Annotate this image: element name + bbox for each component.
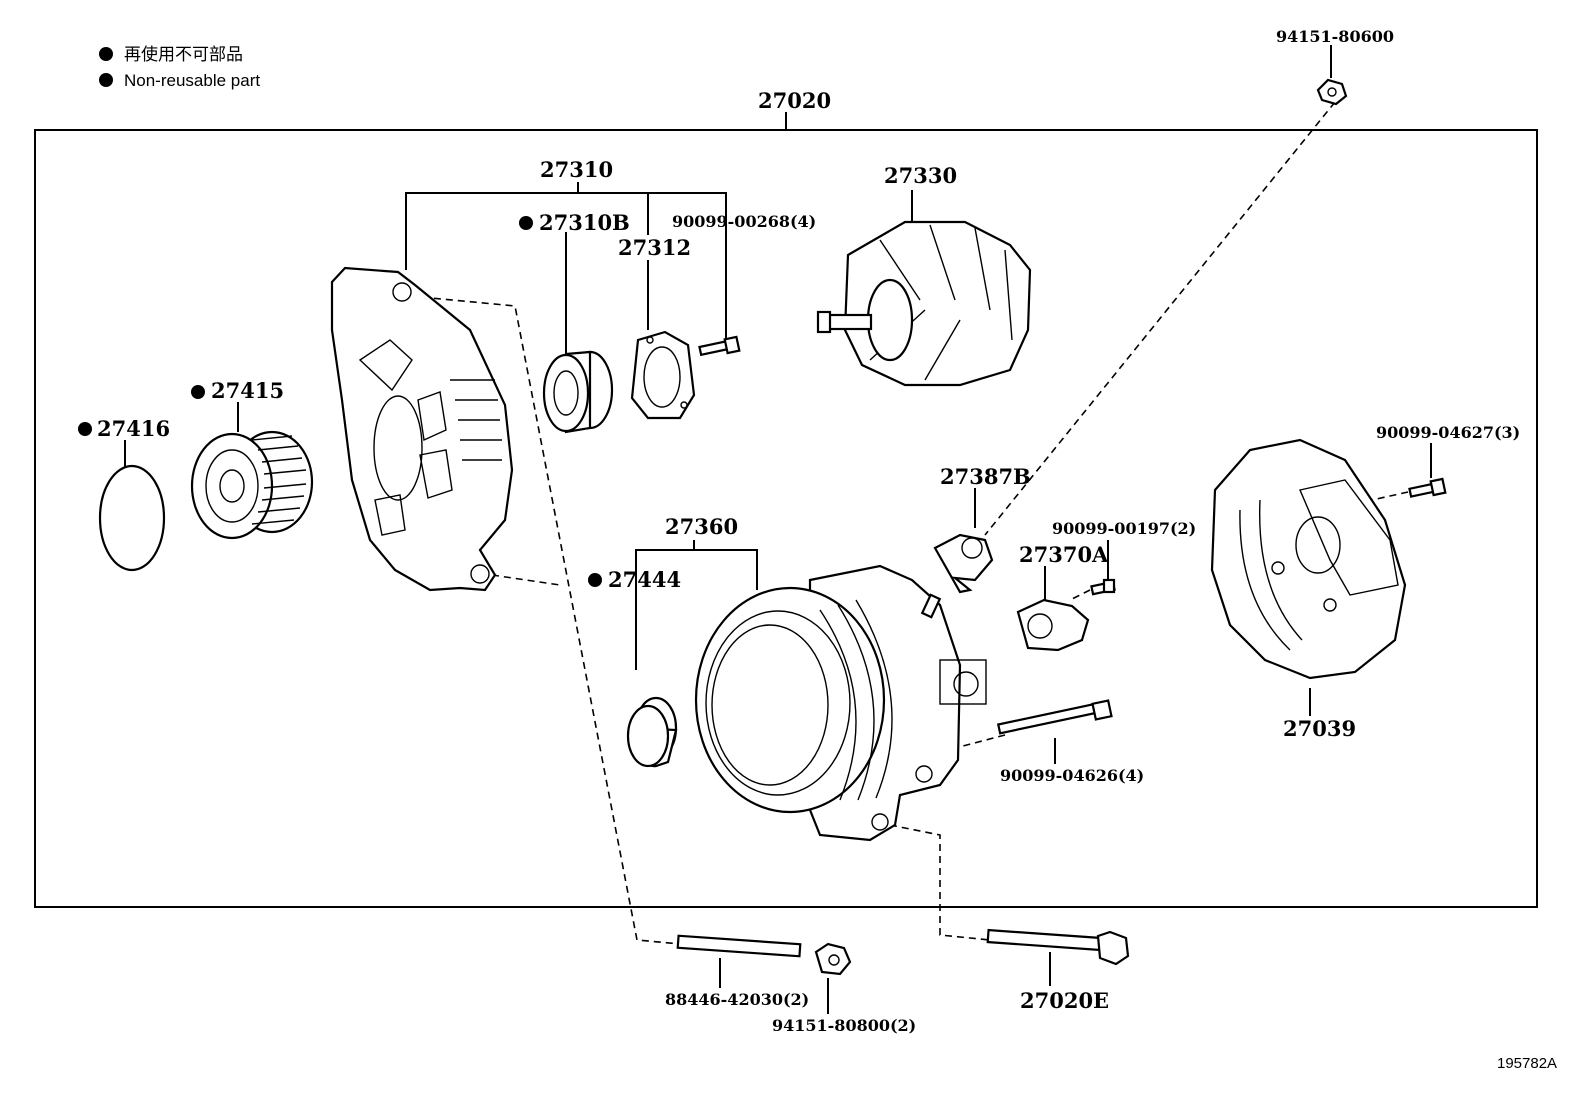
- legend-non-reusable-en: Non-reusable part: [124, 71, 260, 90]
- rear-cover-27039-drawing: [1210, 438, 1407, 680]
- stud-88446-42030-drawing: [676, 934, 802, 958]
- label-27039: 27039: [1283, 716, 1356, 741]
- label-27020E: 27020E: [1020, 988, 1109, 1013]
- bullet-27444: [588, 573, 602, 587]
- screw-90099-04627-drawing: [1408, 477, 1447, 498]
- label-88446-42030: 88446-42030(2): [665, 990, 809, 1009]
- legend: 再使用不可部品 Non-reusable part: [99, 44, 260, 90]
- stator-27360-drawing: [694, 564, 987, 842]
- label-27387B: 27387B: [940, 464, 1031, 489]
- leader-lines: [124, 45, 1432, 1014]
- label-90099-00268: 90099-00268(4): [672, 212, 816, 231]
- screw-90099-00197-drawing: [1090, 578, 1116, 596]
- label-27415: 27415: [211, 378, 284, 403]
- part-labels: 27310 27310B 27312 90099-00268(4) 27330 …: [97, 27, 1520, 1035]
- bolt-27020E-drawing: [986, 928, 1130, 966]
- non-reusable-marks: [78, 216, 602, 587]
- alignment-dashes: [409, 101, 1409, 945]
- label-27360: 27360: [665, 514, 738, 539]
- label-94151-80600: 94151-80600: [1276, 27, 1394, 46]
- drive-end-frame-27310-drawing: [330, 266, 514, 592]
- label-90099-04627: 90099-04627(3): [1376, 423, 1520, 442]
- bolt-90099-04626-drawing: [996, 699, 1113, 735]
- label-90099-00197: 90099-00197(2): [1052, 519, 1196, 538]
- part-27387B-drawing: [933, 533, 994, 594]
- bullet-27416: [78, 422, 92, 436]
- label-27416: 27416: [97, 416, 170, 441]
- collar-27444-drawing: [626, 696, 678, 768]
- bullet-27415: [191, 385, 205, 399]
- pulley-27415-drawing: [190, 430, 314, 540]
- label-27310: 27310: [540, 157, 613, 182]
- screw-90099-00268-drawing: [698, 335, 741, 357]
- assembly-frame: 27020: [34, 88, 1538, 908]
- assembly-number-label: 27020: [758, 88, 831, 113]
- part-27370A-drawing: [1016, 598, 1090, 652]
- label-27330: 27330: [884, 163, 957, 188]
- label-27310B: 27310B: [539, 210, 630, 235]
- rotor-27330-drawing: [816, 220, 1032, 387]
- nut-94151-80800-drawing: [814, 942, 852, 976]
- label-94151-80800: 94151-80800(2): [772, 1016, 916, 1035]
- cover-27416-drawing: [98, 464, 166, 572]
- legend-bullet-ja: [99, 47, 113, 61]
- figure-id: 195782A: [1497, 1055, 1557, 1072]
- nut-94151-80600-drawing: [1316, 78, 1348, 106]
- label-27444: 27444: [608, 567, 681, 592]
- label-27370A: 27370A: [1019, 542, 1109, 567]
- legend-non-reusable-ja: 再使用不可部品: [124, 44, 243, 64]
- retainer-27312-drawing: [630, 330, 696, 420]
- label-90099-04626: 90099-04626(4): [1000, 766, 1144, 785]
- bearing-27310B-drawing: [542, 350, 614, 434]
- legend-bullet-en: [99, 73, 113, 87]
- bullet-27310B: [519, 216, 533, 230]
- label-27312: 27312: [618, 235, 691, 260]
